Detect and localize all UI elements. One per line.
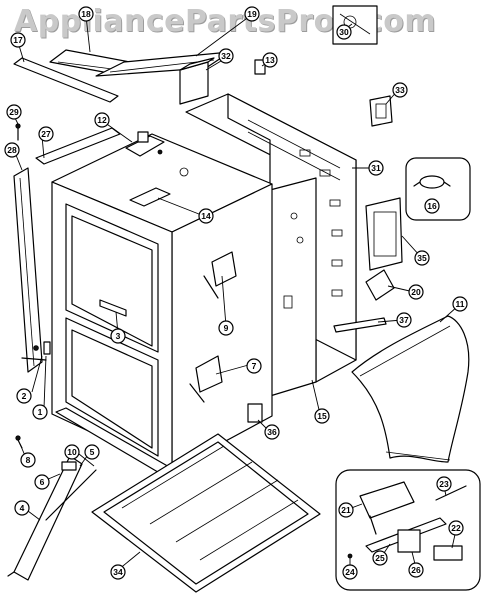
callout-9: 9: [218, 320, 234, 336]
oven-cavity: [51, 133, 273, 471]
callout-27: 27: [38, 126, 54, 142]
svg-text:23: 23: [439, 479, 449, 489]
part-screw-29: [15, 123, 21, 141]
callout-15: 15: [314, 408, 330, 424]
svg-text:8: 8: [26, 455, 31, 465]
part-clip-36: [247, 403, 263, 423]
callout-34: 34: [110, 564, 126, 580]
callout-11: 11: [452, 296, 468, 312]
callout-2: 2: [16, 388, 32, 404]
svg-text:20: 20: [411, 287, 421, 297]
callout-10: 10: [64, 444, 80, 460]
part-clip-13: [254, 59, 266, 75]
callout-28: 28: [4, 142, 20, 158]
svg-text:18: 18: [81, 9, 91, 19]
latch-inset: [335, 469, 481, 591]
callout-20: 20: [408, 284, 424, 300]
callout-36: 36: [264, 424, 280, 440]
callout-13: 13: [262, 52, 278, 68]
thermostat-inset: [405, 157, 471, 221]
svg-text:34: 34: [113, 567, 123, 577]
part-side-panel: [269, 177, 317, 397]
svg-text:29: 29: [9, 107, 19, 117]
svg-text:32: 32: [221, 51, 231, 61]
callout-35: 35: [414, 250, 430, 266]
callout-23: 23: [436, 476, 452, 492]
callout-26: 26: [408, 562, 424, 578]
svg-text:13: 13: [265, 55, 275, 65]
svg-text:17: 17: [13, 35, 23, 45]
part-bottom-pan: [91, 433, 321, 593]
callout-29: 29: [6, 104, 22, 120]
part-hardware-1-2: [21, 341, 51, 361]
part-bracket-32: [179, 57, 215, 105]
part-front-frame-top: [35, 127, 121, 165]
callout-21: 21: [338, 502, 354, 518]
callout-30: 30: [336, 24, 352, 40]
callout-8: 8: [20, 452, 36, 468]
svg-text:31: 31: [371, 163, 381, 173]
callout-31: 31: [368, 160, 384, 176]
callout-25: 25: [372, 550, 388, 566]
svg-text:33: 33: [395, 85, 405, 95]
svg-text:7: 7: [252, 361, 257, 371]
callout-14: 14: [198, 208, 214, 224]
svg-text:10: 10: [67, 447, 77, 457]
svg-text:24: 24: [345, 567, 355, 577]
svg-text:36: 36: [267, 427, 277, 437]
part-insulation: [351, 315, 470, 463]
svg-text:21: 21: [341, 505, 351, 515]
callout-16: 16: [424, 198, 440, 214]
callout-7: 7: [246, 358, 262, 374]
svg-text:16: 16: [427, 201, 437, 211]
svg-text:9: 9: [224, 323, 229, 333]
callout-18: 18: [78, 6, 94, 22]
svg-text:37: 37: [399, 315, 409, 325]
part-front-strip: [13, 57, 119, 103]
callout-5: 5: [84, 444, 100, 460]
svg-text:28: 28: [7, 145, 17, 155]
svg-text:30: 30: [339, 27, 349, 37]
svg-text:27: 27: [41, 129, 51, 139]
callout-1: 1: [32, 404, 48, 420]
callout-37: 37: [396, 312, 412, 328]
callout-24: 24: [342, 564, 358, 580]
callout-12: 12: [94, 112, 110, 128]
svg-text:19: 19: [247, 9, 257, 19]
svg-text:5: 5: [90, 447, 95, 457]
callout-19: 19: [244, 6, 260, 22]
callout-32: 32: [218, 48, 234, 64]
part-door-hinge: [7, 455, 97, 581]
svg-text:2: 2: [22, 391, 27, 401]
svg-text:22: 22: [451, 523, 461, 533]
part-top-bracket-12: [125, 131, 165, 157]
svg-text:11: 11: [456, 299, 465, 309]
part-strip-37: [333, 317, 387, 333]
svg-text:3: 3: [116, 331, 121, 341]
part-front-trim-left: [13, 167, 43, 373]
svg-text:26: 26: [411, 565, 421, 575]
callout-33: 33: [392, 82, 408, 98]
callout-22: 22: [448, 520, 464, 536]
svg-text:25: 25: [375, 553, 385, 563]
svg-text:4: 4: [20, 503, 25, 513]
svg-text:12: 12: [97, 115, 107, 125]
part-window-35: [365, 197, 403, 271]
svg-text:1: 1: [38, 407, 43, 417]
svg-text:14: 14: [201, 211, 211, 221]
part-switch-30: [332, 5, 378, 45]
callout-6: 6: [34, 474, 50, 490]
svg-text:15: 15: [317, 411, 327, 421]
callout-3: 3: [110, 328, 126, 344]
callout-17: 17: [10, 32, 26, 48]
callout-4: 4: [14, 500, 30, 516]
part-bracket-20: [365, 269, 395, 301]
svg-text:35: 35: [417, 253, 427, 263]
svg-text:6: 6: [40, 477, 45, 487]
